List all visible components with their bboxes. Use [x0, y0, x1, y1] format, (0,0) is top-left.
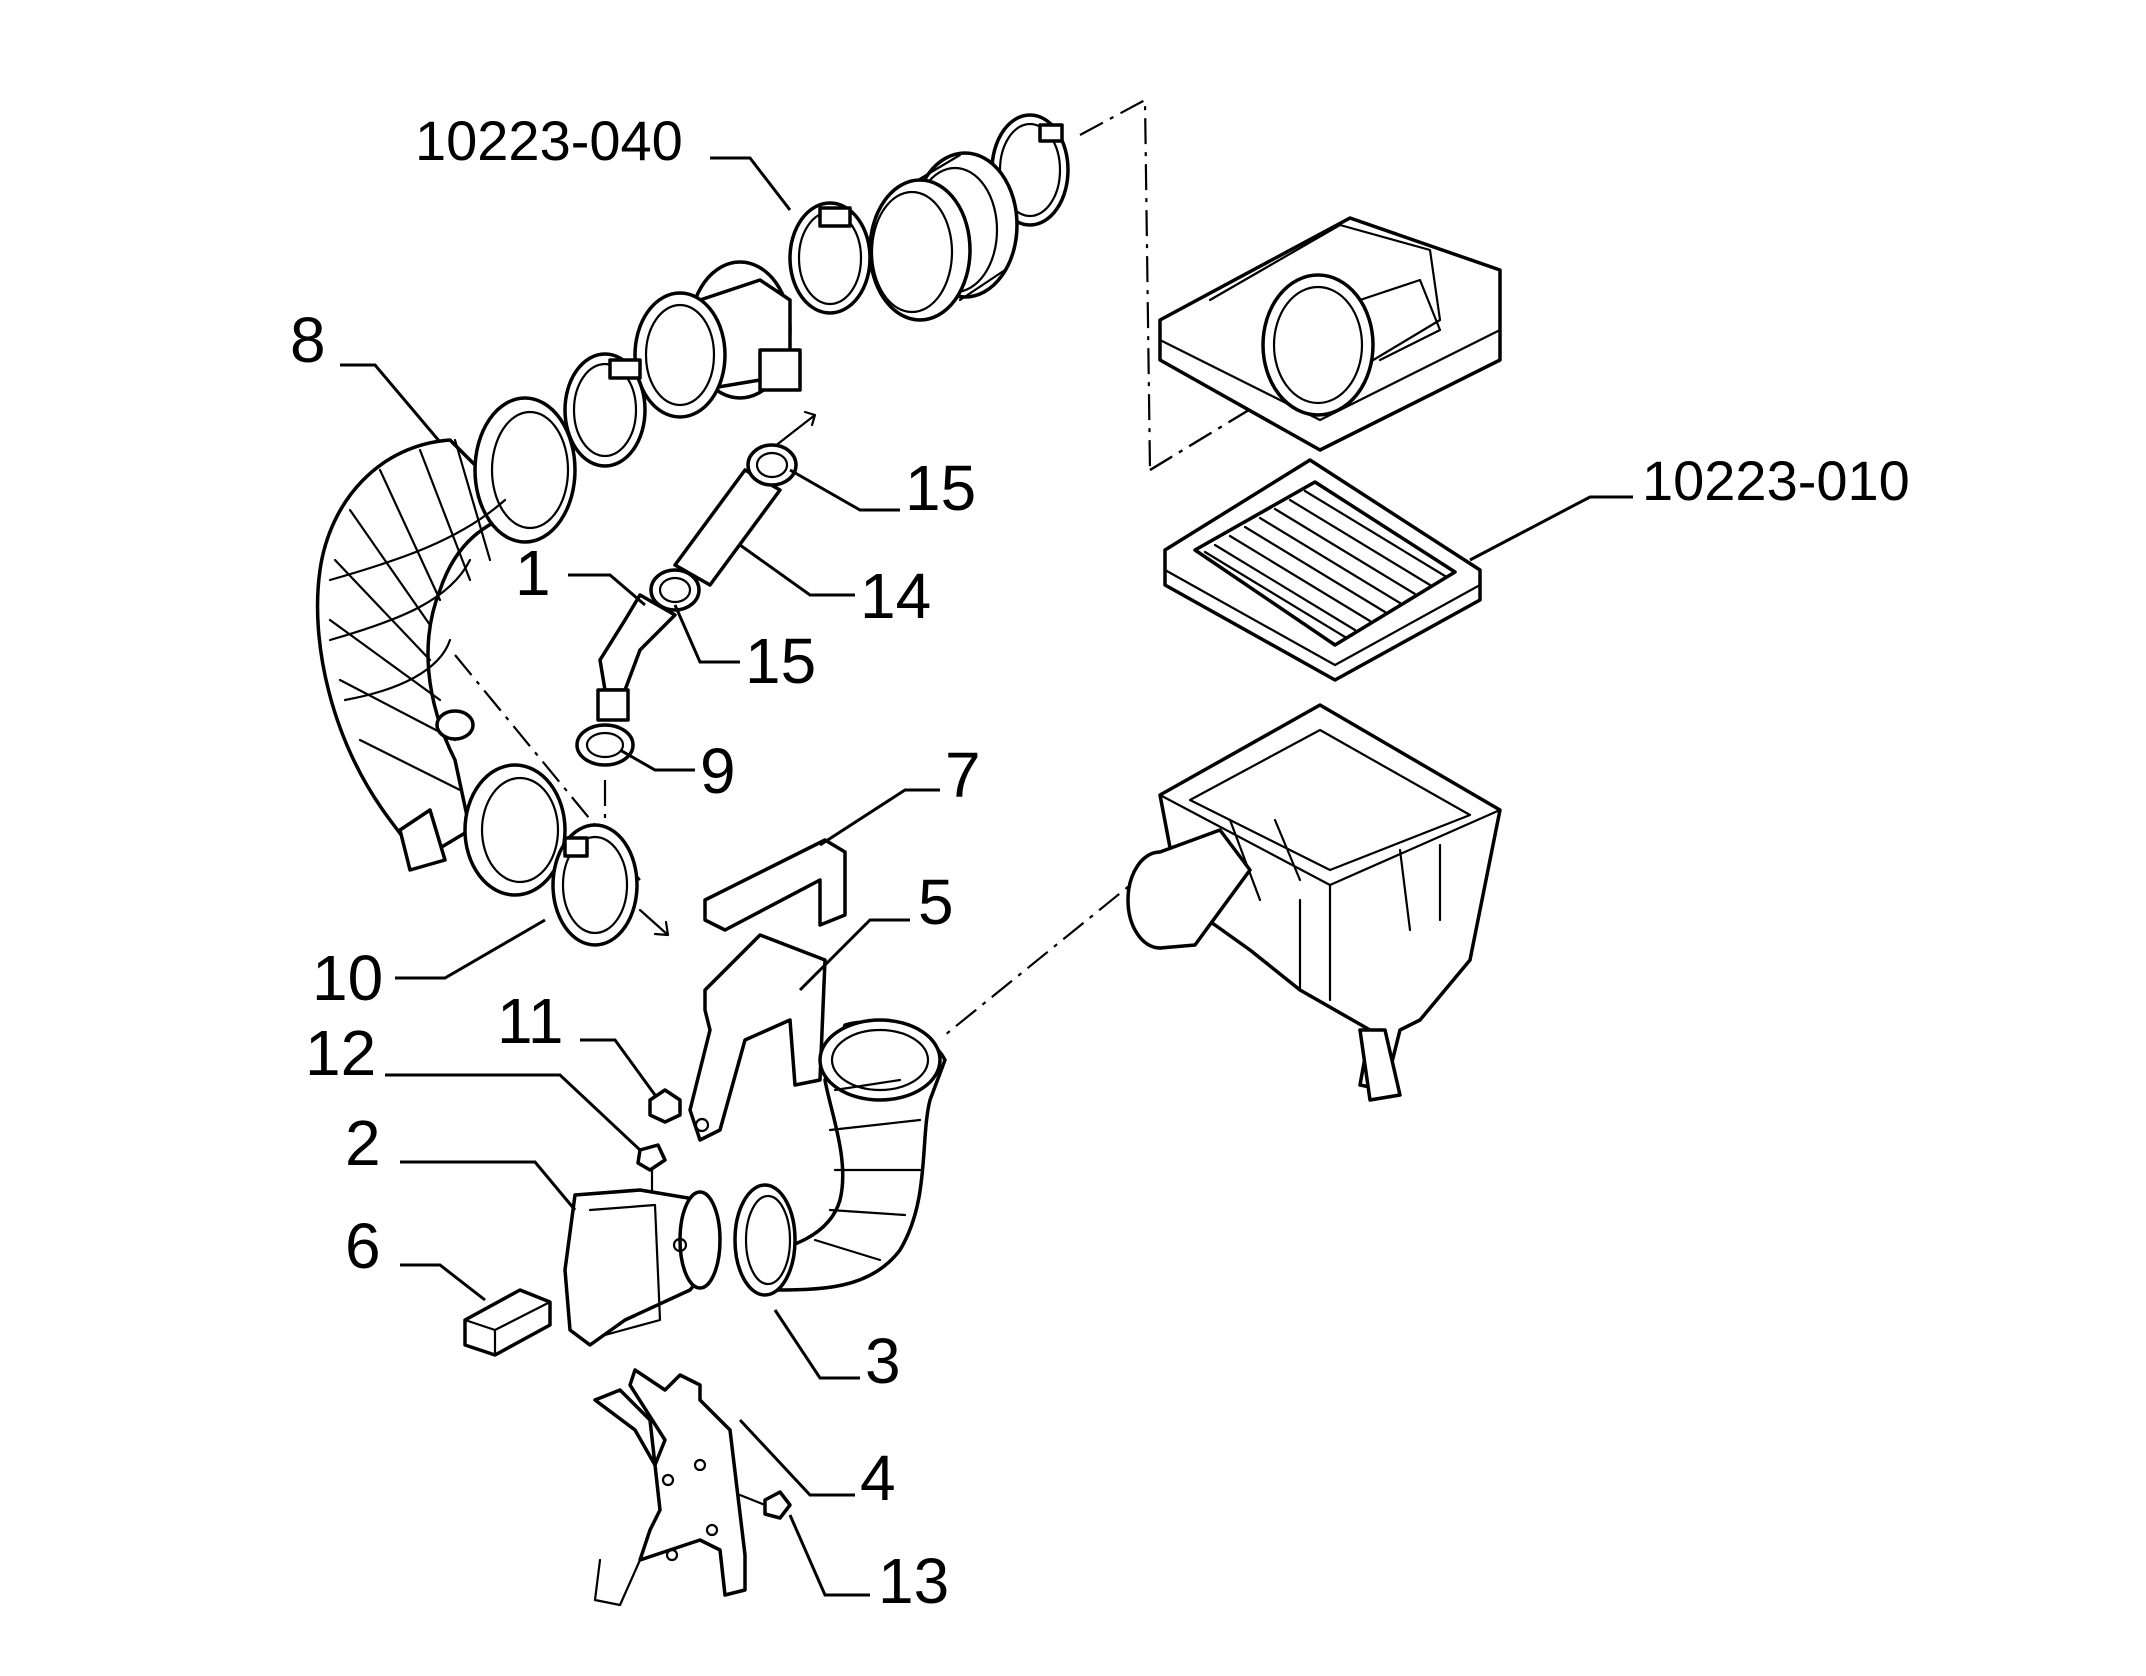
nut-11	[648, 1088, 682, 1124]
label-14: 14	[860, 560, 931, 632]
air-filter-element	[1163, 458, 1482, 682]
label-4: 4	[860, 1442, 896, 1514]
label-1: 1	[515, 537, 551, 609]
label-9: 9	[700, 735, 736, 807]
bolt-13	[738, 1490, 792, 1520]
label-2: 2	[345, 1107, 381, 1179]
leader-lines	[340, 156, 1633, 1597]
intake-mouth-2	[563, 1188, 722, 1347]
label-6: 6	[345, 1210, 381, 1282]
elbow-fitting-1	[596, 593, 677, 722]
pipe-14	[673, 468, 782, 587]
label-3: 3	[865, 1325, 901, 1397]
label-12: 12	[305, 1017, 376, 1089]
filter-pleats	[1203, 489, 1447, 639]
callout-labels: 10223-040 10223-010 8 15 1 14 15 9 7 5 1…	[290, 109, 1910, 1617]
label-7: 7	[945, 739, 981, 811]
intake-sleeve	[868, 151, 1019, 322]
hose-clamp-10	[551, 823, 639, 947]
intake-clamp-lower	[563, 352, 647, 468]
bracket-5	[688, 933, 827, 1142]
label-5: 5	[918, 866, 954, 938]
small-clamp-15-lower	[649, 568, 701, 612]
label-8: 8	[290, 304, 326, 376]
intake-clamp-middle	[788, 201, 872, 315]
label-10223-010: 10223-010	[1642, 449, 1910, 512]
air-cleaner-cover	[1158, 216, 1502, 452]
intake-hose-8	[315, 396, 577, 897]
label-10223-040: 10223-040	[415, 109, 683, 172]
label-15-upper: 15	[905, 452, 976, 524]
air-cleaner-box	[1126, 703, 1502, 1102]
support-bracket-4	[593, 1368, 747, 1607]
label-11: 11	[497, 985, 563, 1057]
small-clamp-9	[575, 723, 635, 767]
label-10: 10	[312, 942, 383, 1014]
intake-duct-3	[733, 1018, 947, 1297]
small-clamp-15-upper	[746, 443, 798, 487]
air-mass-meter	[633, 260, 802, 419]
label-13: 13	[878, 1545, 949, 1617]
direction-arrow-lower	[638, 908, 670, 937]
label-15-lower: 15	[745, 625, 816, 697]
foam-block-6	[463, 1288, 552, 1357]
foam-strip-7	[703, 838, 847, 932]
